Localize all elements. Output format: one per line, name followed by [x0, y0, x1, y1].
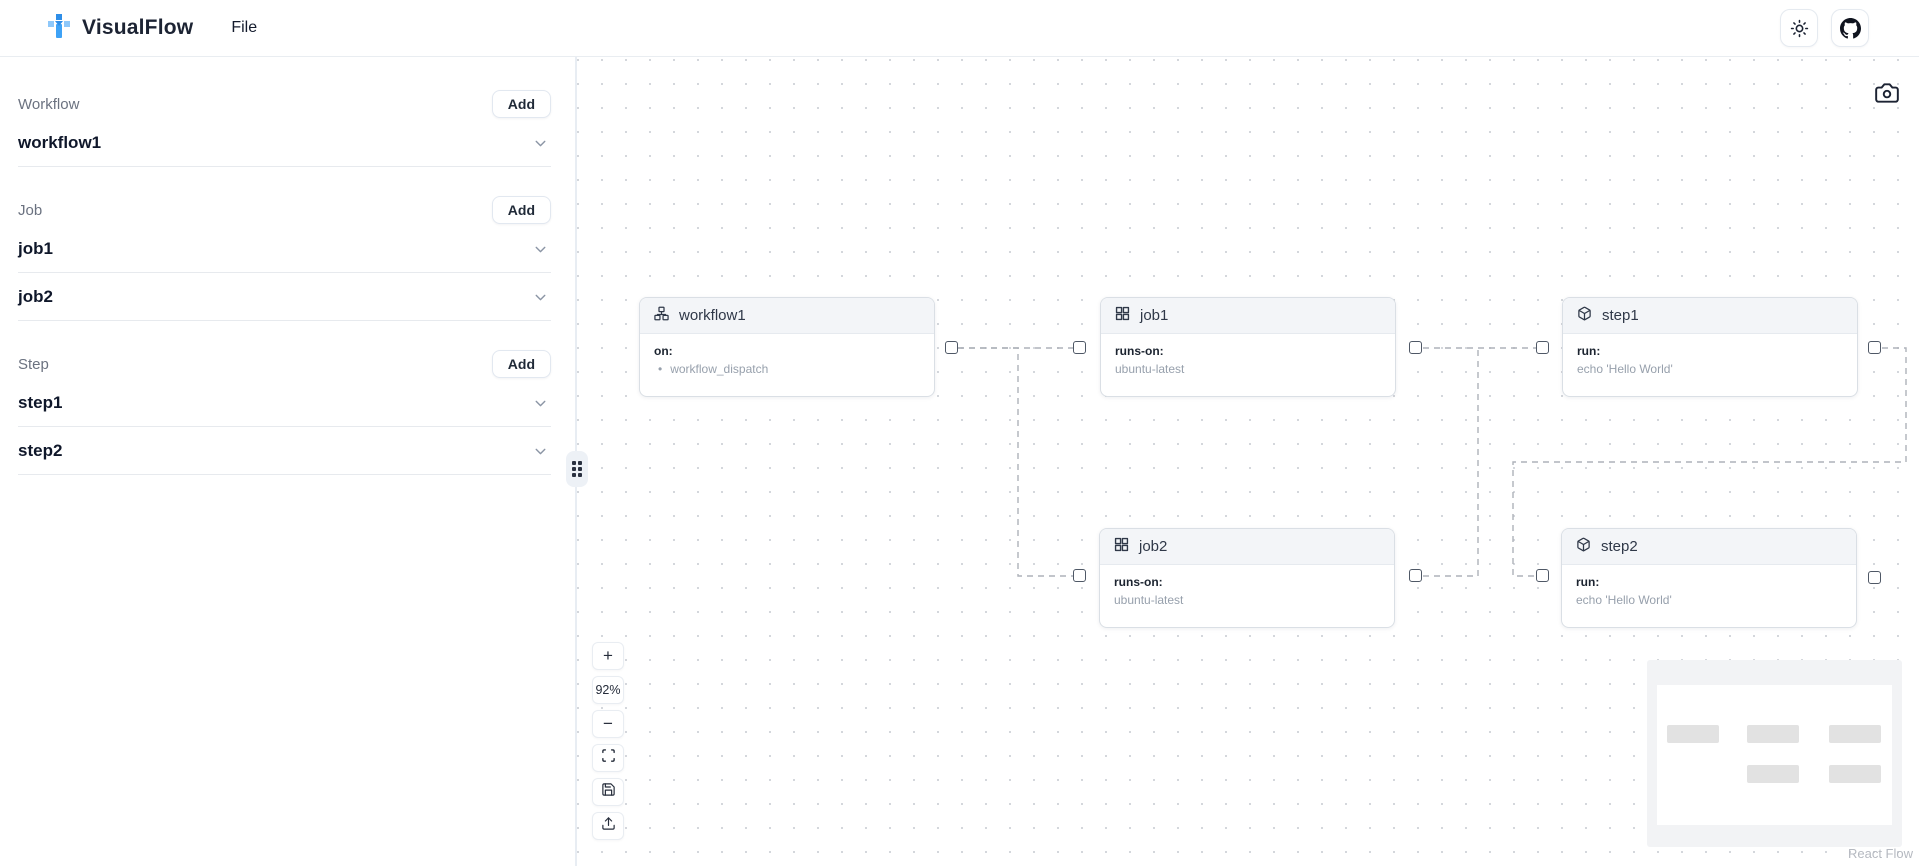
minimap-node-step2	[1829, 765, 1881, 783]
accordion-item-step1[interactable]: step1	[18, 379, 551, 427]
grid-icon	[1115, 306, 1130, 325]
github-button[interactable]	[1831, 9, 1869, 47]
step-section-label: Step	[18, 355, 49, 373]
edge-workflow1-job2	[958, 347, 1073, 577]
add-job-button[interactable]: Add	[491, 196, 551, 224]
node-title: job2	[1139, 538, 1168, 555]
accordion-item-job2[interactable]: job2	[18, 273, 551, 321]
node-field-value: ubuntu-latest	[1114, 593, 1184, 607]
node-field-label: run:	[1577, 344, 1601, 358]
camera-icon	[1874, 80, 1900, 109]
box-icon	[1576, 537, 1591, 556]
upload-icon	[601, 816, 616, 836]
chevron-down-icon	[532, 443, 549, 460]
handle-step2-target[interactable]	[1536, 569, 1549, 582]
job-section: Job Add job1 job2	[18, 195, 551, 321]
reactflow-attribution: React Flow	[1847, 846, 1913, 861]
chevron-down-icon	[532, 135, 549, 152]
fit-view-icon	[601, 748, 616, 768]
node-field-value: ubuntu-latest	[1115, 362, 1185, 376]
screenshot-button[interactable]	[1870, 77, 1904, 111]
handle-job2-source[interactable]	[1409, 569, 1422, 582]
navbar: VisualFlow File	[0, 0, 1919, 57]
zoom-out-button[interactable]: −	[592, 710, 624, 738]
node-job1[interactable]: job1 runs-on: ubuntu-latest	[1100, 297, 1396, 397]
sun-icon	[1790, 19, 1809, 38]
app-title: VisualFlow	[82, 16, 194, 39]
edge-job2-step1	[1423, 348, 1479, 577]
minimap[interactable]	[1647, 660, 1902, 847]
canvas-controls: + 92% −	[592, 642, 624, 840]
accordion-item-workflow1[interactable]: workflow1	[18, 119, 551, 167]
handle-job2-target[interactable]	[1073, 569, 1086, 582]
handle-job1-source[interactable]	[1409, 341, 1422, 354]
step-section: Step Add step1 step2	[18, 349, 551, 475]
sidebar: Workflow Add workflow1 Job Add job1	[0, 57, 577, 866]
file-menu[interactable]: File	[231, 19, 258, 36]
node-field-label: run:	[1576, 575, 1600, 589]
chevron-down-icon	[532, 289, 549, 306]
save-button[interactable]	[592, 778, 624, 806]
minimap-node-workflow1	[1667, 725, 1719, 743]
node-title: step2	[1601, 538, 1638, 555]
zoom-level: 92%	[592, 676, 624, 704]
node-field-label: on:	[654, 344, 673, 358]
node-title: step1	[1602, 307, 1639, 324]
flow-canvas[interactable]: workflow1 on: workflow_dispatch jo	[577, 57, 1919, 866]
workflow-section-label: Workflow	[18, 95, 80, 113]
add-step-button[interactable]: Add	[491, 350, 551, 378]
handle-step2-source[interactable]	[1868, 571, 1881, 584]
node-field-label: runs-on:	[1115, 344, 1164, 358]
grip-dots-icon	[572, 461, 582, 477]
main-area: Workflow Add workflow1 Job Add job1	[0, 57, 1919, 866]
chevron-down-icon	[532, 395, 549, 412]
minimap-node-step1	[1829, 725, 1881, 743]
node-title: job1	[1140, 307, 1169, 324]
github-icon	[1839, 17, 1861, 39]
handle-step1-target[interactable]	[1536, 341, 1549, 354]
workflow-section: Workflow Add workflow1	[18, 89, 551, 167]
minimap-node-job2	[1747, 765, 1799, 783]
chevron-down-icon	[532, 241, 549, 258]
node-field-value: echo 'Hello World'	[1576, 593, 1672, 607]
save-icon	[601, 782, 616, 802]
zoom-in-button[interactable]: +	[592, 642, 624, 670]
minimap-node-job1	[1747, 725, 1799, 743]
box-icon	[1577, 306, 1592, 325]
node-field-value: echo 'Hello World'	[1577, 362, 1673, 376]
add-workflow-button[interactable]: Add	[491, 90, 551, 118]
brand: VisualFlow	[46, 13, 193, 44]
sidebar-resize-handle[interactable]	[566, 451, 588, 487]
node-title: workflow1	[679, 307, 746, 324]
handle-step1-source[interactable]	[1868, 341, 1881, 354]
navbar-actions	[1780, 9, 1869, 47]
accordion-item-step2[interactable]: step2	[18, 427, 551, 475]
node-field-value: workflow_dispatch	[654, 362, 920, 376]
handle-workflow1-source[interactable]	[945, 341, 958, 354]
node-step1[interactable]: step1 run: echo 'Hello World'	[1562, 297, 1858, 397]
accordion-item-job1[interactable]: job1	[18, 225, 551, 273]
node-job2[interactable]: job2 runs-on: ubuntu-latest	[1099, 528, 1395, 628]
visualflow-logo-icon	[46, 13, 72, 44]
handle-job1-target[interactable]	[1073, 341, 1086, 354]
node-workflow1[interactable]: workflow1 on: workflow_dispatch	[639, 297, 935, 397]
node-step2[interactable]: step2 run: echo 'Hello World'	[1561, 528, 1857, 628]
node-field-label: runs-on:	[1114, 575, 1163, 589]
fit-view-button[interactable]	[592, 744, 624, 772]
upload-button[interactable]	[592, 812, 624, 840]
theme-toggle-button[interactable]	[1780, 9, 1818, 47]
grid-icon	[1114, 537, 1129, 556]
workflow-icon	[654, 306, 669, 325]
job-section-label: Job	[18, 201, 43, 219]
minimap-viewport	[1657, 685, 1892, 825]
